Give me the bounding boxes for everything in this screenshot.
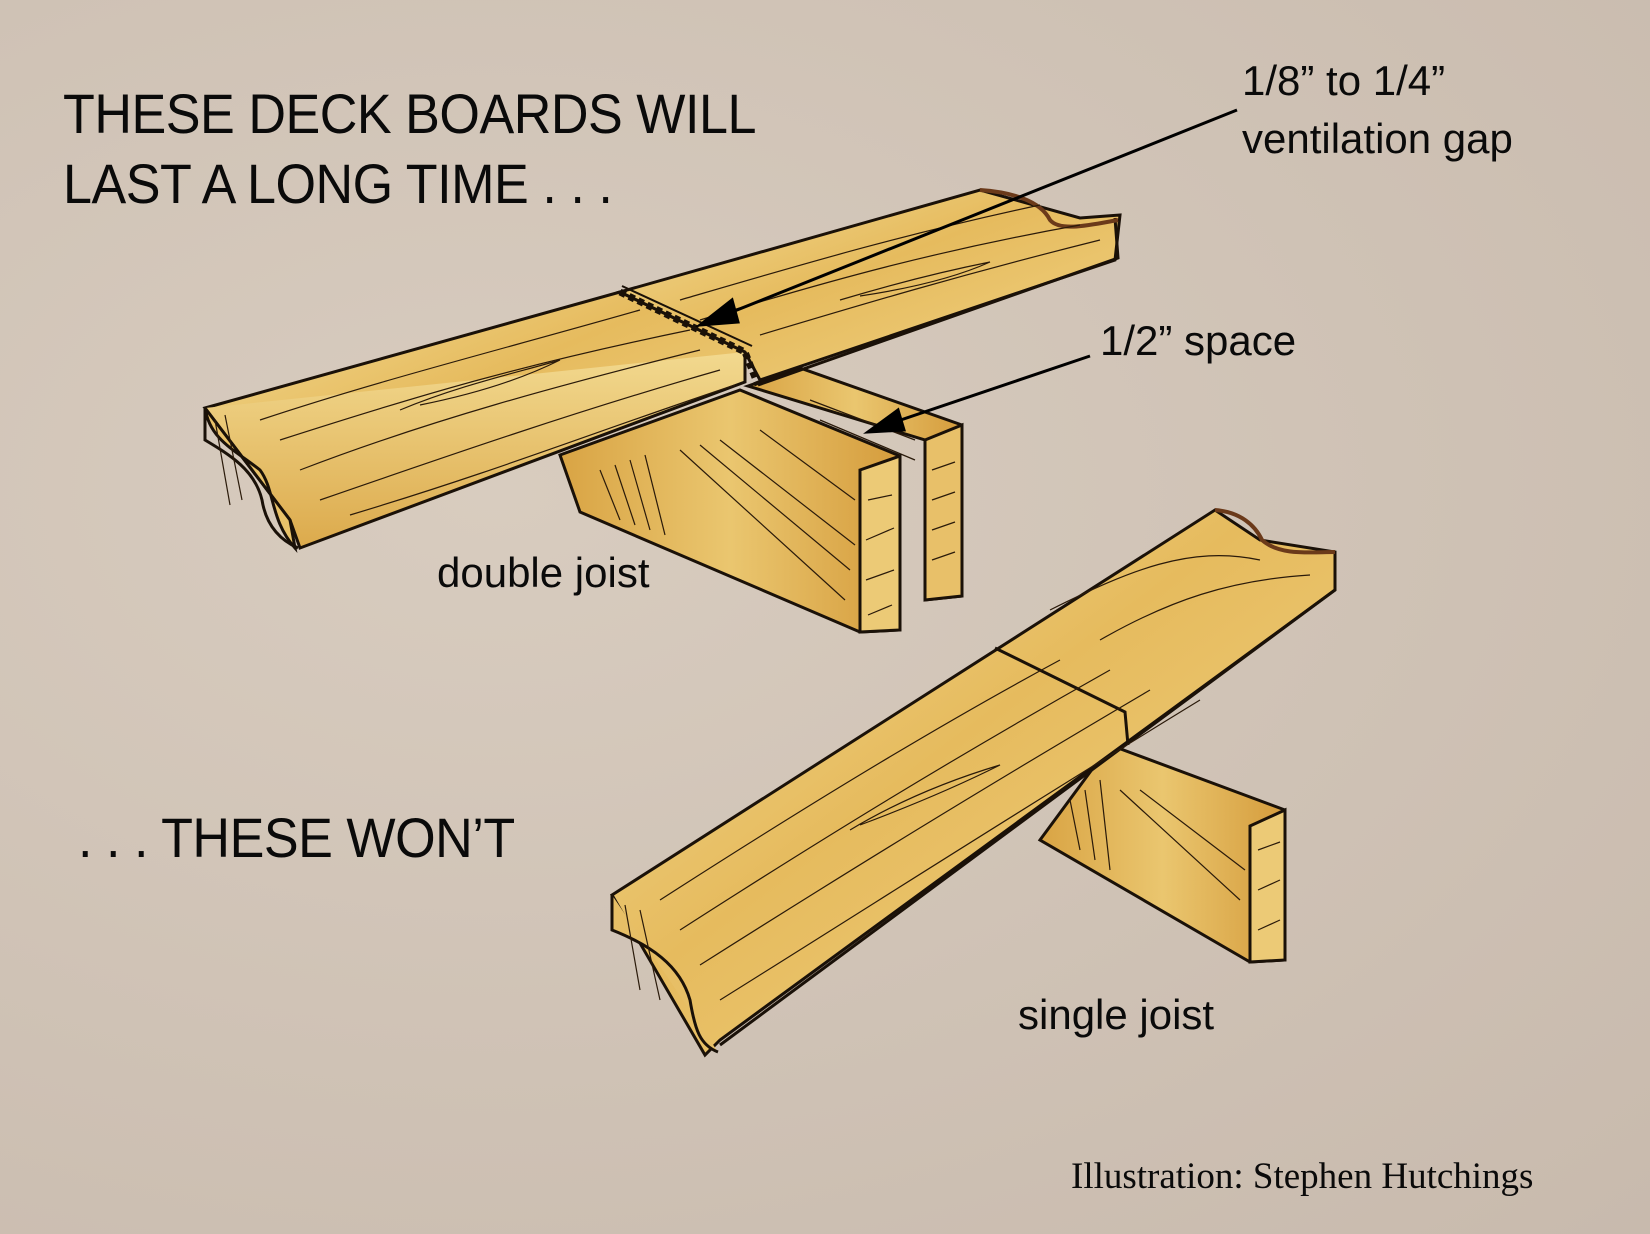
headline-bottom: . . . THESE WON’T: [78, 806, 515, 869]
headline-top-line1: THESE DECK BOARDS WILL: [63, 82, 757, 145]
illustration-credit: Illustration: Stephen Hutchings: [1071, 1156, 1534, 1197]
single-joist-deck-board: [609, 508, 1337, 1058]
double-joist-label: double joist: [437, 549, 650, 596]
deck-board-left: [202, 290, 749, 553]
gap-arrowhead-icon: [695, 297, 740, 327]
space-leader-line: [879, 354, 1091, 429]
gap-callout-line1: 1/8” to 1/4”: [1242, 57, 1446, 104]
tight-butt-joint: [994, 646, 1130, 746]
single-joist: [1037, 743, 1287, 964]
double-joist-front: [558, 388, 902, 634]
gap-callout-line2: ventilation gap: [1242, 115, 1513, 162]
headline-top-line2: LAST A LONG TIME . . .: [63, 152, 613, 215]
callout-leaders: [695, 108, 1238, 434]
space-arrowhead-icon: [863, 407, 906, 434]
single-joist-label: single joist: [1018, 991, 1215, 1038]
double-joist-assembly: [202, 188, 1122, 634]
ventilation-gap: [618, 288, 762, 387]
single-joist-assembly: [609, 508, 1337, 1058]
space-callout: 1/2” space: [1100, 317, 1297, 364]
gap-leader-line: [711, 108, 1238, 322]
